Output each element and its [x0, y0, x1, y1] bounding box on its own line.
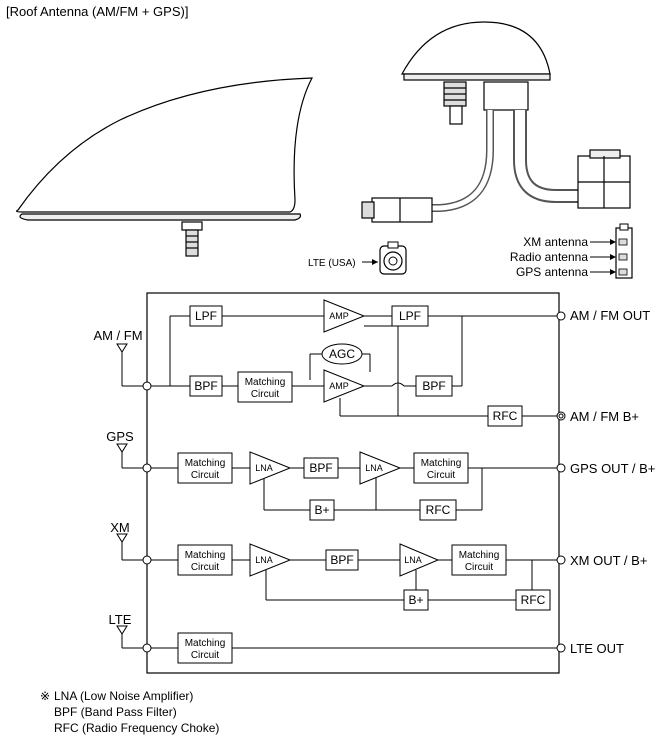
bpf-label-2: BPF — [422, 379, 445, 393]
matching-label-4a: Matching — [185, 550, 226, 561]
output-terminals — [556, 311, 566, 653]
legend-lna-text: LNA (Low Noise Amplifier) — [54, 689, 194, 703]
output-labels: AM / FM OUT AM / FM B+ GPS OUT / B+ XM O… — [570, 308, 655, 656]
input-labels: AM / FM GPS XM LTE — [93, 328, 142, 627]
lte-connector-illustration: LTE (USA) — [308, 241, 407, 275]
matching-label-6b: Circuit — [191, 650, 220, 661]
blocks — [177, 299, 551, 664]
legend-lna: ※LNA (Low Noise Amplifier) — [40, 688, 219, 704]
matching-label-5a: Matching — [459, 550, 500, 561]
lna-label-4: LNA — [404, 555, 422, 565]
amp-label-1: AMP — [329, 311, 349, 321]
legend-bpf: BPF (Band Pass Filter) — [54, 705, 177, 719]
matching-label-3a: Matching — [421, 458, 462, 469]
rfc-label-1: RFC — [493, 409, 518, 423]
connector-pinout: XM antenna Radio antenna GPS antenna — [510, 223, 633, 279]
rfc-label-2: RFC — [426, 503, 451, 517]
lte-usa-label: LTE (USA) — [308, 258, 356, 269]
block-diagram: LPF LPF BPF BPF RFC BPF B+ RFC BPF B+ RF… — [93, 292, 655, 674]
output-gps-out: GPS OUT / B+ — [570, 461, 655, 476]
boundary-junctions — [142, 381, 152, 653]
lna-label-1: LNA — [255, 463, 273, 473]
output-lte-out: LTE OUT — [570, 641, 624, 656]
matching-label-1a: Matching — [245, 377, 286, 388]
amp-labels: AMP AMP LNA LNA LNA LNA — [255, 311, 422, 565]
gps-antenna-label: GPS antenna — [516, 265, 588, 279]
bplus-label-1: B+ — [314, 503, 329, 517]
lna-label-2: LNA — [365, 463, 383, 473]
matching-label-1b: Circuit — [251, 389, 280, 400]
legend-rfc: RFC (Radio Frequency Choke) — [54, 721, 220, 735]
page-title: [Roof Antenna (AM/FM + GPS)] — [6, 4, 189, 19]
radio-antenna-label: Radio antenna — [510, 250, 588, 264]
lpf-label-1: LPF — [195, 309, 217, 323]
matching-label-2a: Matching — [185, 458, 226, 469]
matching-label-6a: Matching — [185, 638, 226, 649]
antenna-symbols — [116, 343, 128, 635]
lna-label-3: LNA — [255, 555, 273, 565]
input-xm-label: XM — [110, 520, 130, 535]
input-lte-label: LTE — [109, 612, 132, 627]
bpf-label-4: BPF — [330, 553, 353, 567]
shark-fin-illustration — [16, 77, 314, 257]
amp-label-2: AMP — [329, 381, 349, 391]
bpf-label-1: BPF — [194, 379, 217, 393]
block-labels: LPF LPF BPF BPF RFC BPF B+ RFC BPF B+ RF… — [194, 309, 545, 607]
dome-antenna-illustration — [361, 21, 631, 223]
output-xm-out: XM OUT / B+ — [570, 553, 647, 568]
bplus-label-2: B+ — [408, 593, 423, 607]
output-amfm-bplus: AM / FM B+ — [570, 409, 639, 424]
rfc-label-3: RFC — [521, 593, 546, 607]
output-amfm-out: AM / FM OUT — [570, 308, 650, 323]
matching-label-2b: Circuit — [191, 470, 220, 481]
bpf-label-3: BPF — [309, 461, 332, 475]
matching-label-4b: Circuit — [191, 562, 220, 573]
lpf-label-2: LPF — [399, 309, 421, 323]
agc-label: AGC — [329, 347, 355, 361]
wires — [121, 315, 557, 649]
matching-label-5b: Circuit — [465, 562, 494, 573]
matching-labels: Matching Circuit Matching Circuit Matchi… — [185, 377, 500, 661]
matching-label-3b: Circuit — [427, 470, 456, 481]
input-gps-label: GPS — [106, 429, 134, 444]
input-amfm-label: AM / FM — [93, 328, 142, 343]
xm-antenna-label: XM antenna — [523, 235, 588, 249]
legend-mark: ※ — [40, 689, 51, 703]
legend: ※LNA (Low Noise Amplifier) BPF (Band Pas… — [40, 688, 219, 736]
